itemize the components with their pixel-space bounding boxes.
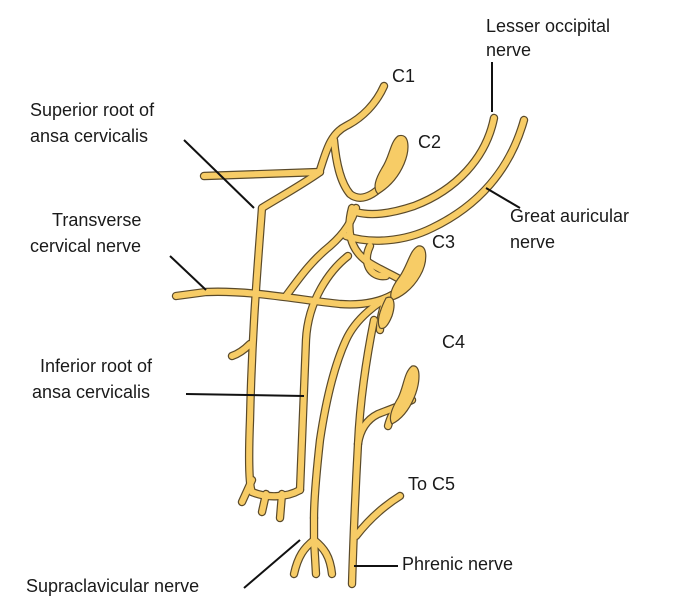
- label-c1: C1: [392, 66, 415, 86]
- ansa-twig-4: [277, 491, 285, 521]
- label-lesser-occipital-line1: Lesser occipital: [486, 16, 610, 36]
- label-transverse-cervical-line2: cervical nerve: [30, 236, 141, 256]
- ansa-twig-3: [259, 491, 269, 515]
- c2-root-swelling: [374, 134, 409, 195]
- label-supraclavicular: Supraclavicular nerve: [26, 576, 199, 596]
- transverse-branch-up: [283, 205, 359, 299]
- ansa-twig-2: [239, 477, 255, 505]
- c3-c4-descending: [311, 291, 397, 521]
- leader-great-auricular: [485, 187, 521, 209]
- inferior-root: [297, 253, 351, 493]
- label-inferior-root-line2: ansa cervicalis: [32, 382, 150, 402]
- label-transverse-cervical-line1: Transverse: [52, 210, 141, 230]
- lesser-occipital: [353, 115, 497, 217]
- c3-stub-swelling: [377, 296, 395, 330]
- phrenic-upper: [355, 317, 377, 447]
- supraclavicular-right: [311, 537, 335, 577]
- ansa-bottom-loop: [249, 487, 303, 500]
- c1-c2-loop: [331, 137, 385, 201]
- label-great-auricular-line1: Great auricular: [510, 206, 629, 226]
- label-great-auricular-line2: nerve: [510, 232, 555, 252]
- supraclavicular-mid: [311, 537, 319, 577]
- label-phrenic: Phrenic nerve: [402, 554, 513, 574]
- label-inferior-root-line1: Inferior root of: [40, 356, 153, 376]
- superior-root-top: [201, 169, 323, 179]
- label-c2: C2: [418, 132, 441, 152]
- nerve-group: [171, 81, 529, 589]
- label-superior-root-line2: ansa cervicalis: [30, 126, 148, 146]
- leader-transverse-cervical: [169, 255, 207, 291]
- c4-root-swelling: [389, 365, 420, 425]
- label-to-c5: To C5: [408, 474, 455, 494]
- leader-supraclavicular: [243, 539, 301, 589]
- great-auricular: [343, 117, 527, 244]
- c1-nerve: [317, 83, 387, 173]
- to-c5-branch: [353, 493, 403, 539]
- leader-inferior-root: [185, 393, 305, 397]
- phrenic-trunk: [349, 441, 361, 587]
- labels: C1 C2 C3 C4 To C5 Lesser occipital nerve…: [26, 16, 629, 596]
- superior-root: [259, 169, 323, 211]
- leader-superior-root: [183, 139, 255, 209]
- leader-lines: [169, 62, 521, 589]
- ansa-twig-1: [229, 341, 253, 359]
- root-swellings: [374, 134, 427, 425]
- label-lesser-occipital-line2: nerve: [486, 40, 531, 60]
- label-c4: C4: [442, 332, 465, 352]
- label-c3: C3: [432, 232, 455, 252]
- c2-c3-loop: [363, 243, 389, 280]
- label-superior-root-line1: Superior root of: [30, 100, 155, 120]
